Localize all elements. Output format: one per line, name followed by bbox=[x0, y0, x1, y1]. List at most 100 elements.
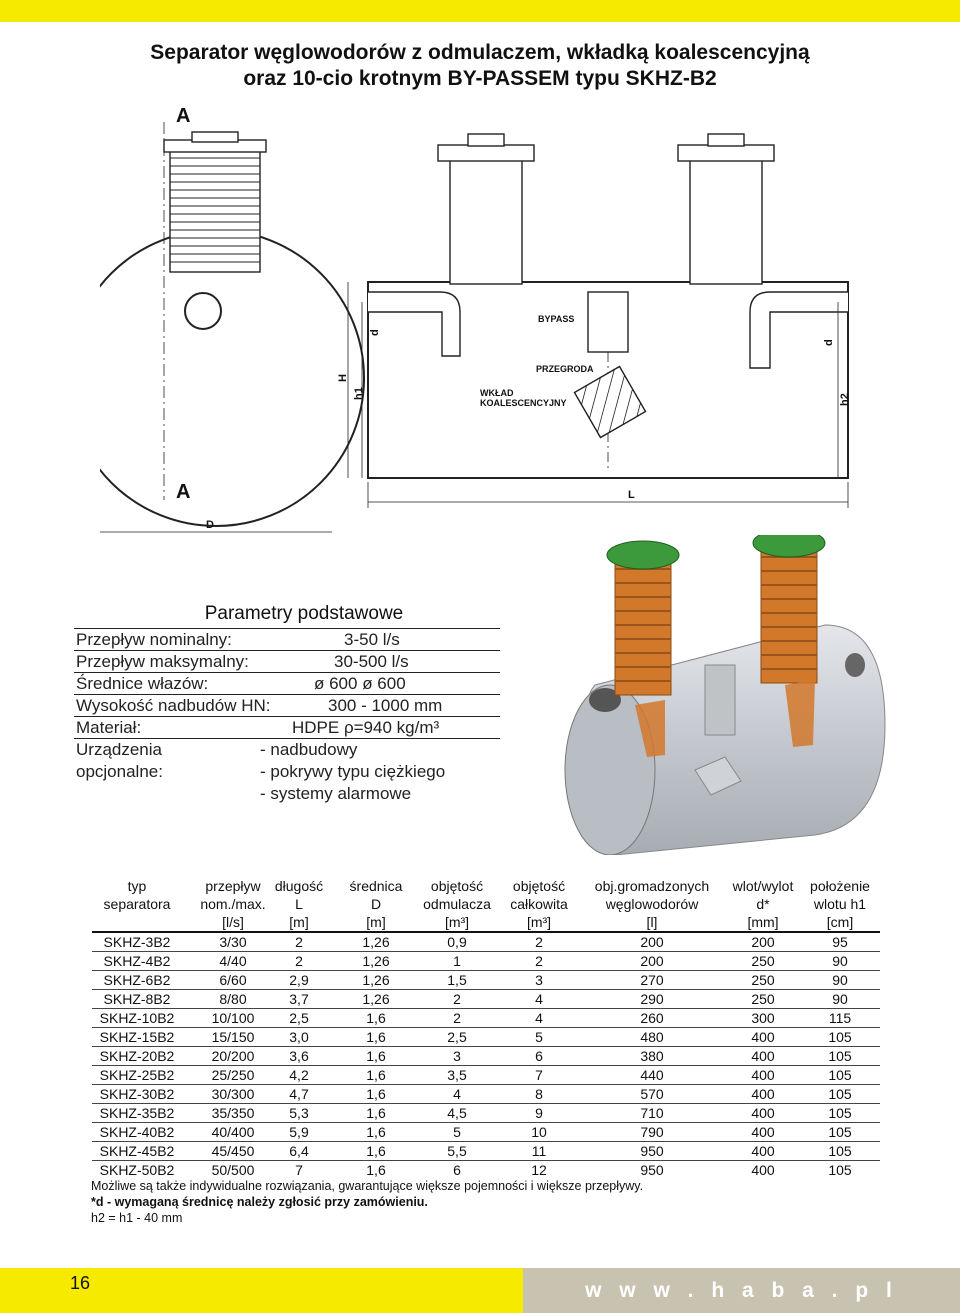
header-cell: [cm] bbox=[826, 914, 854, 930]
table-cell: 8/80 bbox=[219, 991, 247, 1007]
header-cell: całkowita bbox=[510, 896, 568, 912]
param-value: ø 600 ø 600 bbox=[314, 674, 406, 693]
table-cell: 5,5 bbox=[447, 1143, 467, 1159]
note-line-2: *d - wymaganą średnicę należy zgłosić pr… bbox=[91, 1195, 428, 1209]
table-cell: 45/450 bbox=[211, 1143, 255, 1159]
notes: Możliwe są także indywidualne rozwiązani… bbox=[91, 1178, 643, 1226]
table-cell: 1,6 bbox=[366, 1143, 386, 1159]
table-cell: 10/100 bbox=[211, 1010, 255, 1026]
param-value: 300 - 1000 mm bbox=[328, 696, 443, 715]
table-cell: 950 bbox=[640, 1162, 664, 1178]
left-riser bbox=[169, 149, 261, 273]
table-cell: SKHZ-6B2 bbox=[103, 972, 171, 988]
table-cell: 2 bbox=[295, 953, 303, 969]
table-cell: 2,5 bbox=[447, 1029, 467, 1045]
param-label: Przepływ nominalny: bbox=[76, 630, 232, 649]
table-cell: 2,9 bbox=[289, 972, 309, 988]
table-cell: 6,4 bbox=[289, 1143, 309, 1159]
params-heading: Parametry podstawowe bbox=[204, 603, 404, 624]
header-cell: nom./max. bbox=[200, 896, 266, 912]
header-cell: [l/s] bbox=[222, 914, 244, 930]
table-cell: 380 bbox=[640, 1048, 664, 1064]
table-cell: 4,5 bbox=[447, 1105, 467, 1121]
param-row: Przepływ maksymalny: 30-500 l/s bbox=[74, 650, 500, 672]
dim-label-d-right: d bbox=[823, 339, 835, 346]
table-cell: SKHZ-30B2 bbox=[99, 1086, 175, 1102]
tank-riser-left bbox=[449, 159, 523, 285]
header-cell: objętość bbox=[512, 878, 566, 894]
header-cell: [l] bbox=[646, 914, 658, 930]
optional-item: - systemy alarmowe bbox=[260, 784, 412, 803]
table-cell: 440 bbox=[640, 1067, 664, 1083]
param-value: HDPE ρ=940 kg/m³ bbox=[292, 718, 440, 737]
table-cell: 1,6 bbox=[366, 1067, 386, 1083]
table-cell: 250 bbox=[751, 972, 775, 988]
tank-end-cap bbox=[564, 684, 656, 855]
inner-bypass-box bbox=[704, 664, 736, 736]
table-cell: 1,6 bbox=[366, 1048, 386, 1064]
table-cell: 250 bbox=[751, 991, 775, 1007]
table-cell: SKHZ-50B2 bbox=[99, 1162, 175, 1178]
table-cell: SKHZ-4B2 bbox=[103, 953, 171, 969]
inner-coalescent-block bbox=[694, 756, 742, 796]
table-cell: 480 bbox=[640, 1029, 664, 1045]
table-cell: 15/150 bbox=[211, 1029, 255, 1045]
header-cell: węglowodorów bbox=[605, 896, 699, 912]
bypass-label: BYPASS bbox=[538, 314, 574, 324]
header-cell: położenie bbox=[810, 878, 870, 894]
table-cell: 5,3 bbox=[289, 1105, 309, 1121]
table-cell: 90 bbox=[832, 953, 848, 969]
website-link[interactable]: w w w . h a b a . p l bbox=[523, 1268, 960, 1313]
table-cell: 400 bbox=[751, 1124, 775, 1140]
table-cell: 7 bbox=[535, 1067, 543, 1083]
header-cell: [m] bbox=[289, 914, 309, 930]
optional-item: - pokrywy typu ciężkiego bbox=[260, 762, 446, 781]
table-cell: 105 bbox=[828, 1124, 852, 1140]
table-cell: 20/200 bbox=[211, 1048, 255, 1064]
dim-label-h1: h1 bbox=[353, 387, 365, 400]
table-cell: 200 bbox=[751, 934, 775, 950]
table-cell: 1,6 bbox=[366, 1086, 386, 1102]
table-cell: 200 bbox=[640, 934, 664, 950]
header-cell: D bbox=[370, 896, 382, 912]
table-cell: 1,26 bbox=[362, 934, 390, 950]
title-line-2: oraz 10-cio krotnym BY-PASSEM typu SKHZ-… bbox=[243, 67, 717, 90]
tank-riser-right bbox=[689, 159, 763, 285]
table-cell: 790 bbox=[640, 1124, 664, 1140]
optional-row: Urządzenia - nadbudowy bbox=[74, 739, 500, 761]
green-cover-left bbox=[606, 540, 680, 570]
table-cell: 6 bbox=[453, 1162, 461, 1178]
table-cell: 4 bbox=[535, 1010, 543, 1026]
table-cell: SKHZ-3B2 bbox=[103, 934, 171, 950]
table-cell: 1,6 bbox=[366, 1124, 386, 1140]
table-cell: 12 bbox=[531, 1162, 547, 1178]
optional-row: opcjonalne: - pokrywy typu ciężkiego bbox=[74, 761, 500, 783]
table-cell: 2 bbox=[295, 934, 303, 950]
table-cell: 3,7 bbox=[289, 991, 309, 1007]
table-cell: 2,5 bbox=[289, 1010, 309, 1026]
table-cell: 950 bbox=[640, 1143, 664, 1159]
optional-label-1: Urządzenia bbox=[76, 740, 162, 759]
table-cell: 1,26 bbox=[362, 991, 390, 1007]
table-cell: 3/30 bbox=[219, 934, 247, 950]
optional-label-2: opcjonalne: bbox=[76, 762, 163, 781]
table-cell: 400 bbox=[751, 1067, 775, 1083]
table-cell: 250 bbox=[751, 953, 775, 969]
table-cell: 400 bbox=[751, 1029, 775, 1045]
table-cell: 1,6 bbox=[366, 1010, 386, 1026]
table-cell: 1,26 bbox=[362, 972, 390, 988]
param-label: Materiał: bbox=[76, 718, 142, 737]
table-cell: 0,9 bbox=[447, 934, 467, 950]
header-cell: średnica bbox=[349, 878, 403, 894]
table-cell: 5 bbox=[453, 1124, 461, 1140]
table-cell: SKHZ-45B2 bbox=[99, 1143, 175, 1159]
header-cell: wlotu h1 bbox=[813, 896, 867, 912]
table-cell: 11 bbox=[531, 1143, 547, 1159]
table-cell: 35/350 bbox=[211, 1105, 255, 1121]
param-value: 3-50 l/s bbox=[344, 630, 400, 649]
